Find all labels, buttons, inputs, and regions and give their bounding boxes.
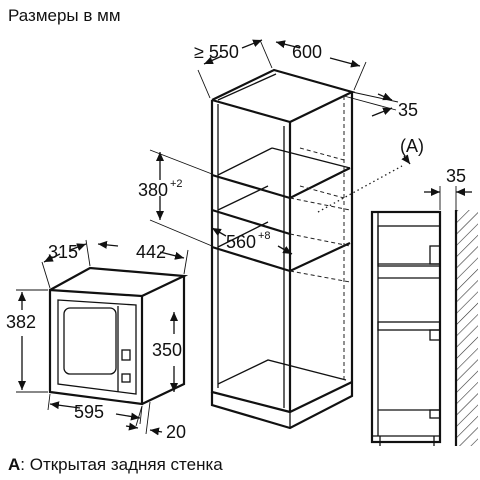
label-oven-depth: 315: [48, 242, 78, 262]
label-oven-width: 595: [74, 402, 104, 422]
label-oven-width-top: 442: [136, 242, 166, 262]
label-side-gap: 35: [446, 166, 466, 186]
legend-key: A: [8, 455, 21, 474]
label-niche-height: 380: [138, 180, 168, 200]
label-niche-width-tol: +8: [258, 230, 271, 242]
label-cabinet-width: 600: [292, 42, 322, 62]
label-niche-width: 560: [226, 232, 256, 252]
legend-caption: A: Открытая задняя стенка: [8, 455, 223, 475]
callout-a-label: (A): [400, 136, 424, 156]
legend-text: : Открытая задняя стенка: [20, 455, 223, 474]
label-oven-height: 382: [6, 312, 36, 332]
callout-leader: [317, 165, 403, 213]
microwave: [48, 266, 189, 406]
tall-cabinet: [210, 68, 356, 430]
label-niche-height-tol: +2: [170, 178, 183, 190]
microwave-dimensions: [16, 239, 189, 436]
page-title: Размеры в мм: [8, 6, 121, 25]
label-frame-depth: 20: [166, 422, 186, 442]
label-oven-inner-height: 350: [152, 340, 182, 360]
label-rear-gap: 35: [398, 100, 418, 120]
cabinet-dimensions: [149, 39, 399, 255]
label-cabinet-depth: ≥ 550: [194, 42, 239, 62]
side-view-section: [370, 186, 478, 446]
